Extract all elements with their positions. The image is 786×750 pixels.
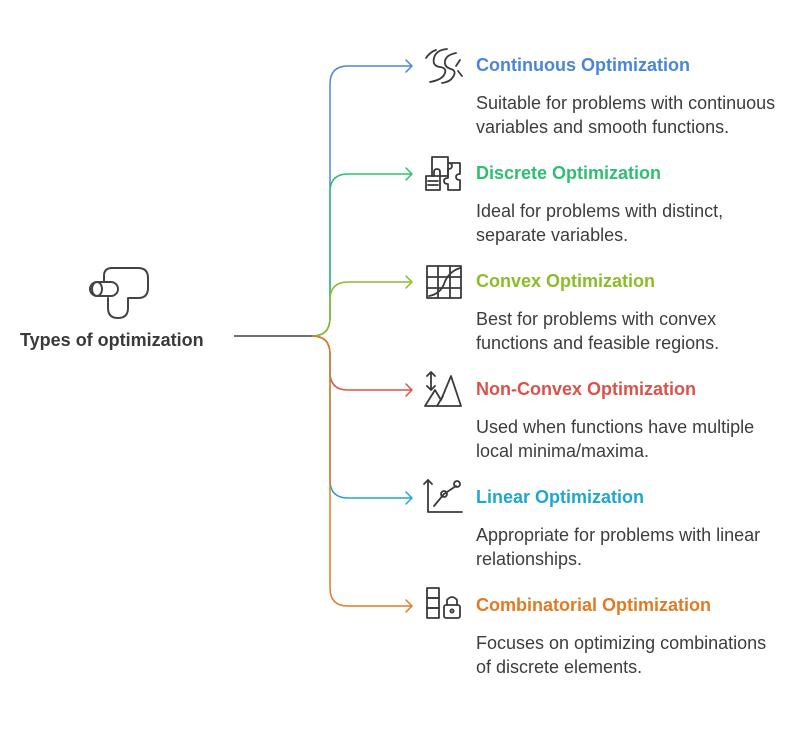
arrow-head-3 bbox=[405, 383, 413, 397]
connector-1 bbox=[311, 173, 412, 337]
arrow-head-2 bbox=[405, 275, 413, 289]
connector-0 bbox=[311, 65, 412, 337]
arrow-head-4 bbox=[405, 491, 413, 505]
connectors bbox=[234, 59, 413, 613]
grid-curve-icon bbox=[426, 265, 462, 299]
puzzle-pieces-icon bbox=[425, 156, 461, 191]
mountain-peaks-icon bbox=[424, 371, 462, 407]
arrow-head-0 bbox=[405, 59, 413, 73]
branch-desc-linear: Appropriate for problems with linear rel… bbox=[476, 525, 761, 569]
branch-title-convex: Convex Optimization bbox=[476, 271, 656, 291]
branch-title-linear: Linear Optimization bbox=[476, 487, 645, 507]
branch-desc-discrete: Ideal for problems with distinct, separa… bbox=[476, 201, 724, 245]
flowing-streams-icon bbox=[425, 48, 463, 84]
icons bbox=[89, 48, 463, 619]
connector-2 bbox=[311, 281, 412, 337]
branch-title-non-convex: Non-Convex Optimization bbox=[476, 379, 696, 399]
connector-3 bbox=[311, 335, 412, 391]
arrow-head-1 bbox=[405, 167, 413, 181]
branch-title-combinatorial: Combinatorial Optimization bbox=[476, 595, 712, 615]
line-graph-icon bbox=[423, 479, 463, 513]
branch-title-discrete: Discrete Optimization bbox=[476, 163, 662, 183]
root-label: Types of optimization bbox=[20, 330, 204, 350]
conveyor-pipe-icon bbox=[89, 267, 149, 319]
connector-5 bbox=[311, 335, 412, 607]
branch-desc-continuous: Suitable for problems with continuous va… bbox=[476, 93, 776, 137]
blocks-lock-icon bbox=[426, 587, 461, 619]
arrow-head-5 bbox=[405, 599, 413, 613]
branch-title-continuous: Continuous Optimization bbox=[476, 55, 690, 75]
connector-4 bbox=[311, 335, 412, 499]
branch-desc-combinatorial: Focuses on optimizing combinations of di… bbox=[476, 633, 767, 677]
branch-desc-convex: Best for problems with convex functions … bbox=[476, 309, 720, 353]
branch-desc-non-convex: Used when functions have multiple local … bbox=[476, 417, 755, 461]
